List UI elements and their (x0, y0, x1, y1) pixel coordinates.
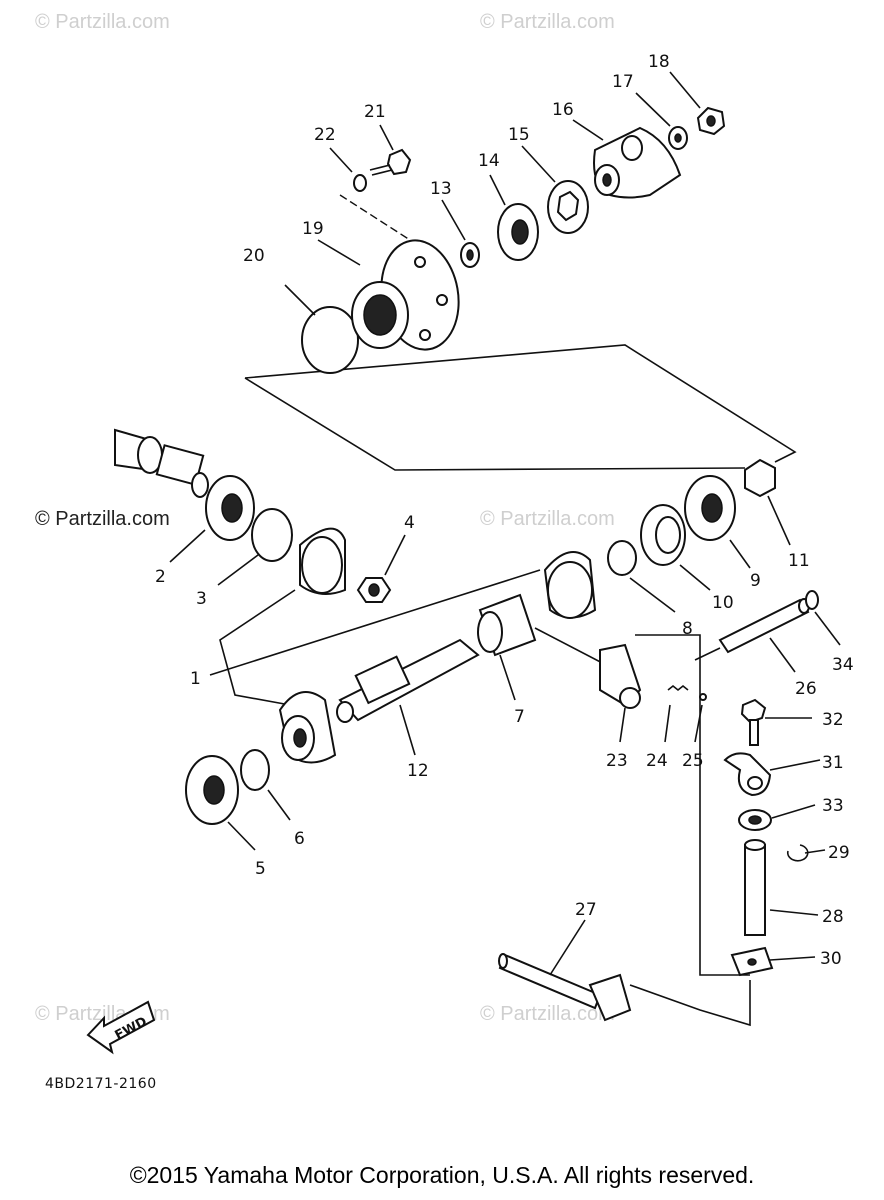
watermark-mid-left: © Partzilla.com (35, 508, 170, 530)
part-33-collar (738, 804, 816, 831)
callout-24: 24 (646, 751, 668, 771)
part-8-o-ring (607, 540, 676, 613)
callout-33: 33 (822, 796, 844, 816)
part-9-bearing (684, 475, 751, 569)
part-1-bevel-gear (209, 527, 597, 706)
callout-32: 32 (822, 710, 844, 730)
part-17-washer (635, 92, 688, 150)
part-2-bearing (169, 475, 255, 563)
part-13-washer (441, 199, 480, 268)
callout-19: 19 (302, 219, 324, 239)
callout-25: 25 (682, 751, 704, 771)
part-18-nut (669, 71, 726, 136)
callout-17: 17 (612, 72, 634, 92)
callout-12: 12 (407, 761, 429, 781)
part-3-o-ring (217, 508, 293, 586)
callout-8: 8 (682, 619, 693, 639)
part-20-gasket (284, 284, 359, 374)
part-7-clutch-dog (477, 593, 636, 701)
callout-5: 5 (255, 859, 266, 879)
part-10-retainer (640, 504, 711, 591)
part-12-drive-shaft (336, 638, 480, 756)
watermark-top-left: © Partzilla.com (35, 11, 170, 33)
diagram-code: 4BD2171-2160 (45, 1076, 157, 1092)
part-22-washer (329, 147, 367, 192)
part-31-lever (723, 752, 821, 797)
drive-gear (278, 691, 337, 764)
part-11-nut (744, 458, 791, 546)
part-30-plate (730, 946, 816, 977)
callout-10: 10 (712, 593, 734, 613)
part-5-bearing (185, 755, 256, 851)
callout-labels: 1 2 3 4 5 6 7 8 9 10 11 12 13 14 15 16 1… (155, 52, 854, 969)
watermark-bottom-center: © Partzilla.com (480, 1003, 615, 1025)
callout-14: 14 (478, 151, 500, 171)
callout-34: 34 (832, 655, 854, 675)
callout-21: 21 (364, 102, 386, 122)
watermark-mid-center: © Partzilla.com (480, 508, 615, 530)
part-24-spring (664, 684, 689, 743)
part-29-circlip (786, 844, 826, 862)
part-14-bearing (489, 174, 539, 261)
callout-26: 26 (795, 679, 817, 699)
callout-18: 18 (648, 52, 670, 72)
callout-23: 23 (606, 751, 628, 771)
callout-22: 22 (314, 125, 336, 145)
part-28-shift-rod (744, 839, 819, 936)
watermark-top-center: © Partzilla.com (480, 11, 615, 33)
part-16-yoke (572, 119, 682, 199)
part-21-bolt (369, 124, 412, 176)
part-25-ball (694, 693, 707, 743)
callout-20: 20 (243, 246, 265, 266)
callout-31: 31 (822, 753, 844, 773)
shift-linkage-outline (629, 634, 751, 1027)
part-26-shift-shaft (694, 598, 810, 673)
callout-3: 3 (196, 589, 207, 609)
part-34-o-ring (805, 590, 841, 646)
callout-6: 6 (294, 829, 305, 849)
copyright-notice: ©2015 Yamaha Motor Corporation, U.S.A. A… (130, 1162, 755, 1188)
part-23-shift-fork (599, 643, 642, 743)
callout-4: 4 (404, 513, 415, 533)
callout-1: 1 (190, 669, 201, 689)
callout-15: 15 (508, 125, 530, 145)
callout-16: 16 (552, 100, 574, 120)
callout-29: 29 (828, 843, 850, 863)
callout-27: 27 (575, 900, 597, 920)
part-4-nut (356, 534, 406, 603)
callout-13: 13 (430, 179, 452, 199)
callout-7: 7 (514, 707, 525, 727)
callout-9: 9 (750, 571, 761, 591)
part-19-housing (317, 239, 460, 351)
input-shaft (114, 428, 209, 498)
upper-assembly-outline (244, 194, 797, 471)
part-27-shift-shaft (498, 919, 632, 1022)
callout-28: 28 (822, 907, 844, 927)
callout-30: 30 (820, 949, 842, 969)
callout-11: 11 (788, 551, 810, 571)
part-15-oil-seal (521, 145, 589, 234)
part-32-bolt (740, 698, 812, 746)
part-6-washer (240, 749, 291, 821)
callout-2: 2 (155, 567, 166, 587)
